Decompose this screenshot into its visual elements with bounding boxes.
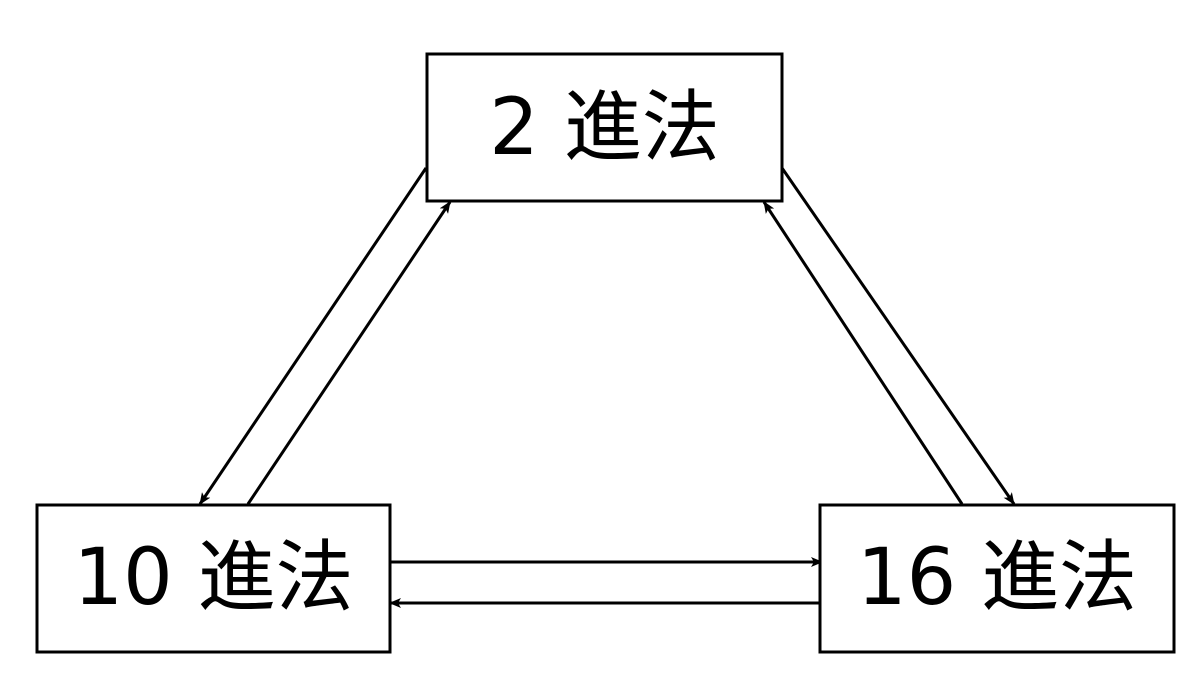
node-hex: 16 進法	[818, 503, 1176, 654]
node-decimal-label: 10 進法	[73, 533, 353, 623]
node-binary-label: 2 進法	[489, 83, 719, 173]
edge-binary-to-hex	[780, 167, 1016, 505]
edge-decimal-to-binary	[246, 201, 452, 505]
edges	[198, 167, 1016, 608]
node-decimal: 10 進法	[35, 503, 392, 654]
node-binary: 2 進法	[425, 52, 784, 203]
node-hex-box	[818, 503, 1176, 654]
edge-hex-to-binary	[762, 201, 964, 505]
edge-binary-to-decimal	[198, 167, 428, 505]
node-decimal-box	[35, 503, 392, 654]
node-hex-label: 16 進法	[857, 533, 1137, 623]
node-binary-box	[425, 52, 784, 203]
